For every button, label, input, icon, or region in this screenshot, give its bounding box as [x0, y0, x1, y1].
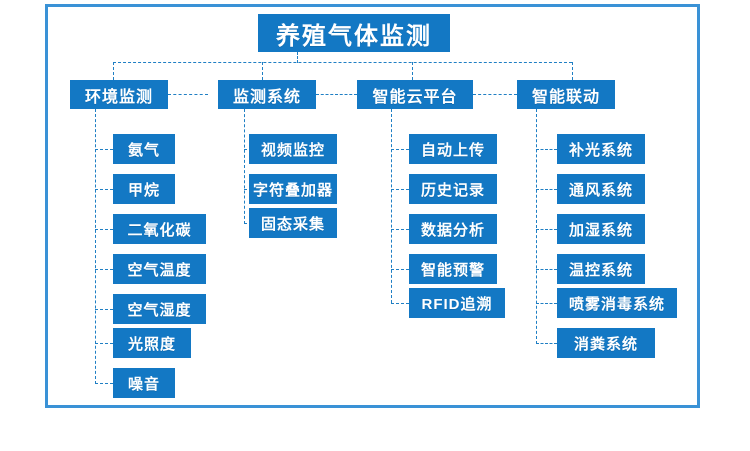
branch-node-monitoring-system[interactable]: 监测系统: [218, 80, 316, 109]
connector-drop-1: [113, 62, 114, 80]
leaf-node-methane[interactable]: 甲烷: [113, 174, 175, 204]
connector-b1-c5: [95, 309, 113, 310]
leaf-node-ventilation-system[interactable]: 通风系统: [557, 174, 645, 204]
connector-b3-c4: [391, 269, 409, 270]
connector-b1-c7: [95, 383, 113, 384]
leaf-node-temperature-control-system[interactable]: 温控系统: [557, 254, 645, 284]
leaf-node-illuminance[interactable]: 光照度: [113, 328, 191, 358]
leaf-node-ammonia[interactable]: 氨气: [113, 134, 175, 164]
leaf-node-spray-disinfection-system[interactable]: 喷雾消毒系统: [557, 288, 677, 318]
connector-b1-c2: [95, 189, 113, 190]
connector-b1-c4: [95, 269, 113, 270]
connector-lvl2-link-1-2: [168, 94, 208, 95]
connector-drop-2: [262, 62, 263, 80]
connector-lvl2-link-3-4: [473, 94, 517, 95]
leaf-node-air-humidity[interactable]: 空气湿度: [113, 294, 206, 324]
connector-branch1-spine: [95, 109, 96, 384]
connector-b4-c4: [536, 269, 557, 270]
leaf-node-air-temperature[interactable]: 空气温度: [113, 254, 206, 284]
connector-top-bus: [113, 62, 572, 63]
leaf-node-rfid-traceability[interactable]: RFID追溯: [409, 288, 505, 318]
connector-b4-c1: [536, 149, 557, 150]
leaf-node-carbon-dioxide[interactable]: 二氧化碳: [113, 214, 206, 244]
connector-branch2-spine: [244, 109, 245, 224]
leaf-node-video-surveillance[interactable]: 视频监控: [249, 134, 337, 164]
connector-b4-c3: [536, 229, 557, 230]
leaf-node-solid-state-acquisition[interactable]: 固态采集: [249, 208, 337, 238]
connector-branch3-spine: [391, 109, 392, 303]
diagram-title-node: 养殖气体监测: [258, 14, 450, 52]
leaf-node-smart-alert[interactable]: 智能预警: [409, 254, 497, 284]
connector-b1-c1: [95, 149, 113, 150]
leaf-node-auto-upload[interactable]: 自动上传: [409, 134, 497, 164]
leaf-node-history-record[interactable]: 历史记录: [409, 174, 497, 204]
connector-b4-c2: [536, 189, 557, 190]
connector-b3-c5: [391, 303, 409, 304]
connector-drop-4: [572, 62, 573, 80]
leaf-node-humidification-system[interactable]: 加湿系统: [557, 214, 645, 244]
connector-b4-c5: [536, 303, 557, 304]
connector-branch4-spine: [536, 109, 537, 344]
leaf-node-data-analysis[interactable]: 数据分析: [409, 214, 497, 244]
connector-b3-c1: [391, 149, 409, 150]
leaf-node-fill-light-system[interactable]: 补光系统: [557, 134, 645, 164]
connector-b3-c3: [391, 229, 409, 230]
connector-b1-c3: [95, 229, 113, 230]
connector-b4-c6: [536, 343, 557, 344]
branch-node-smart-cloud-platform[interactable]: 智能云平台: [357, 80, 473, 109]
connector-b3-c2: [391, 189, 409, 190]
connector-b1-c6: [95, 343, 113, 344]
branch-node-environment-monitoring[interactable]: 环境监测: [70, 80, 168, 109]
leaf-node-character-overlay[interactable]: 字符叠加器: [249, 174, 337, 204]
leaf-node-manure-removal-system[interactable]: 消粪系统: [557, 328, 655, 358]
connector-lvl2-link-2-3: [316, 94, 357, 95]
branch-node-smart-linkage[interactable]: 智能联动: [517, 80, 615, 109]
leaf-node-noise[interactable]: 噪音: [113, 368, 175, 398]
connector-drop-3: [412, 62, 413, 80]
connector-title-stem: [297, 52, 298, 63]
